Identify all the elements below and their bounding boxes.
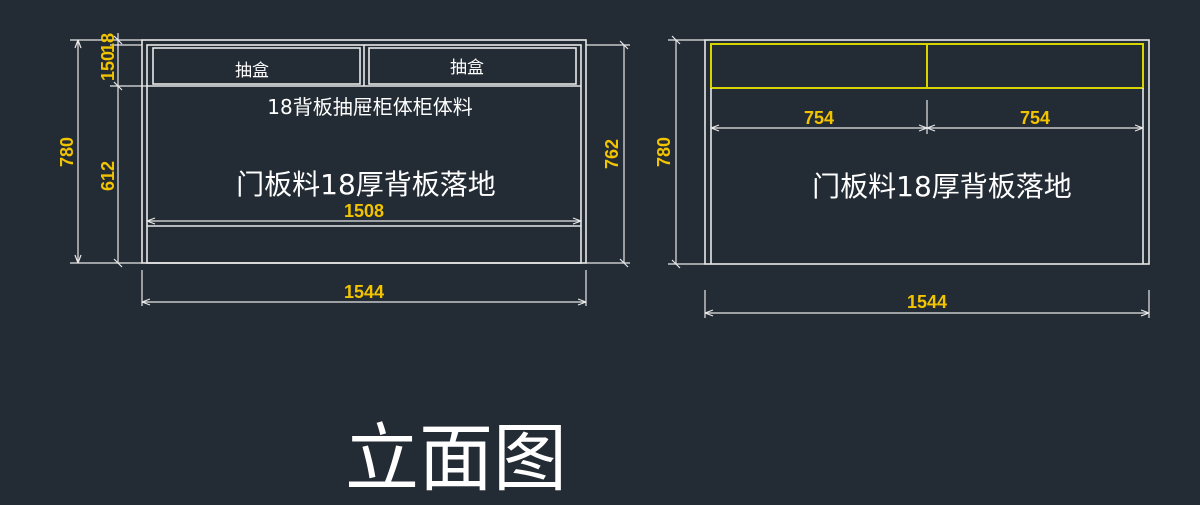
dim-total-height-right: 780 [654, 137, 674, 167]
dim-right-height: 762 [602, 139, 622, 169]
dim-inner-width: 1508 [344, 201, 384, 221]
dim-arrows-total-width-right [704, 309, 1150, 317]
dim-total-width-left: 1544 [344, 282, 384, 302]
dim-total-width-right: 1544 [907, 292, 947, 312]
dim-arrows-total-width-left [141, 298, 587, 306]
dim-ticks-right-height [619, 40, 629, 268]
dim-ticks-chain [113, 35, 123, 268]
dim-total-height-left: 780 [57, 137, 77, 167]
left-door-note: 门板料18厚背板落地 [236, 168, 496, 201]
dim-ticks-total-height-right [671, 35, 681, 269]
dim-arrows-inner-width [146, 217, 582, 225]
dim-half-width-2: 754 [1020, 108, 1050, 128]
drawer-label-1: 抽盒 [235, 61, 269, 81]
drawer-label-2: 抽盒 [450, 58, 484, 78]
drawing-title: 立面图 [345, 416, 567, 502]
right-cabinet-outline [704, 39, 1150, 265]
left-drawer-2 [368, 47, 577, 85]
dim-top-thickness: 18 [98, 33, 118, 53]
dim-half-width-1: 754 [804, 108, 834, 128]
right-door-note: 门板料18厚背板落地 [812, 170, 1072, 203]
left-elevation: 抽盒 抽盒 18背板抽屉柜体柜体料 门板料18厚背板落地 1508 1544 7… [57, 33, 630, 306]
dim-lower-height: 612 [98, 161, 118, 191]
dim-drawer-height: 150 [98, 51, 118, 81]
left-drawer-1 [152, 47, 361, 85]
dim-arrows-half-widths [710, 124, 1144, 132]
carcass-note: 18背板抽屉柜体柜体料 [267, 95, 472, 119]
dim-arrows-total-height-left [74, 39, 82, 264]
right-elevation: 754 754 门板料18厚背板落地 1544 780 [654, 35, 1150, 318]
